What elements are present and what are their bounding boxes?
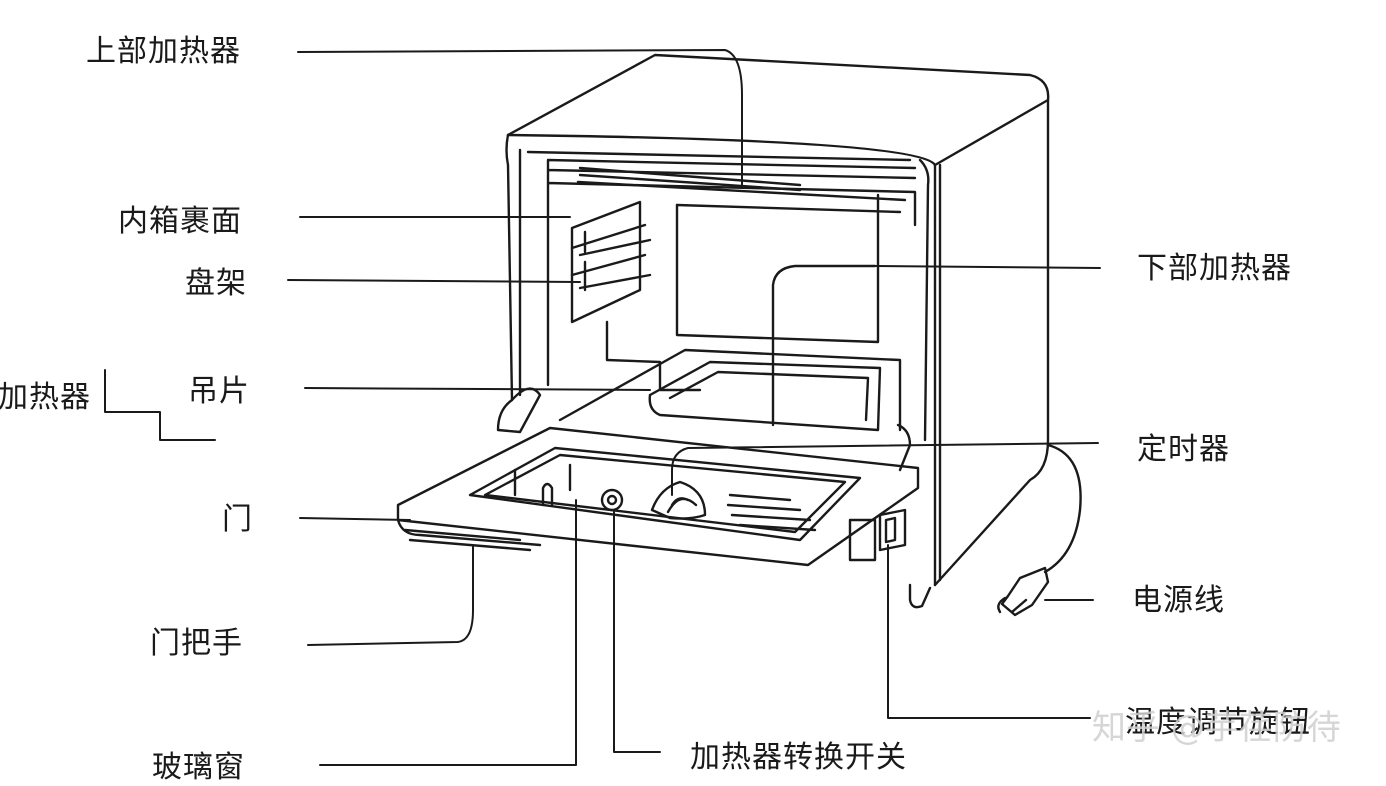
- leader-heater-switch: [613, 511, 661, 753]
- leader-rack: [287, 279, 581, 283]
- oven-floor: [558, 348, 902, 432]
- label-timer: 定时器: [1137, 432, 1230, 467]
- rack-plate: [570, 200, 642, 324]
- label-inner-back: 内箱裹面: [118, 204, 242, 239]
- switch-knob-core: [606, 494, 618, 506]
- temp-knob-face: [878, 508, 907, 552]
- oven-foot: [908, 583, 932, 609]
- leader-temp-knob: [887, 544, 1091, 719]
- left-hinge: [496, 387, 542, 434]
- right-hinge: [896, 423, 912, 472]
- leader-lower-heater: [874, 265, 1101, 269]
- oven-right-side: [933, 98, 1050, 587]
- label-door: 门: [222, 502, 253, 537]
- label-temp-knob: 温度调节旋钮: [1125, 705, 1311, 740]
- label-rack: 盘架: [185, 266, 247, 301]
- leader-timer: [671, 442, 1099, 496]
- oven-top-front-edge: [506, 133, 937, 167]
- label-glass-window: 玻璃窗: [152, 750, 245, 785]
- leader-lower-heater-partial: [104, 369, 216, 441]
- tray-inner: [668, 370, 870, 422]
- power-plug-prongs: [997, 596, 1028, 614]
- glass-window: [468, 446, 862, 542]
- rack-rail-1: [570, 223, 652, 257]
- tray-outline: [648, 360, 882, 432]
- back-wall-top: [675, 203, 902, 214]
- label-upper-heater: 上部加热器: [86, 34, 241, 69]
- power-plug: [1000, 566, 1050, 617]
- leader-door-handle: [307, 544, 474, 646]
- label-door-handle: 门把手: [150, 626, 243, 661]
- inner-frame-top: [526, 150, 912, 162]
- hanger-piece: [605, 320, 702, 392]
- oven-top-outline: [506, 53, 1050, 167]
- upper-heater-slot: [546, 158, 917, 387]
- leader-hanger: [304, 387, 651, 391]
- lower-heater-loop: [771, 264, 877, 427]
- power-cord: [1043, 443, 1082, 574]
- switch-knob: [600, 488, 624, 512]
- upper-heater-line2: [576, 180, 907, 202]
- door-front-edge: [396, 518, 542, 547]
- timer-knob-arcs: [666, 497, 698, 514]
- leader-door: [299, 517, 411, 521]
- label-power-cord: 电源线: [1132, 583, 1225, 618]
- label-lower-heater-partial: 加热器: [0, 380, 91, 415]
- label-heater-switch: 加热器转换开关: [690, 740, 907, 775]
- door-bottom-lines: [403, 528, 532, 552]
- temp-knob-indicator: [884, 516, 897, 544]
- upper-heater-tube: [578, 166, 802, 192]
- watermark: 知乎 @芋荏防待: [1092, 708, 1341, 748]
- door-grip-lines: [513, 463, 572, 497]
- temp-knob-box: [848, 518, 877, 562]
- door-slot: [541, 482, 554, 507]
- inner-frame: [518, 148, 930, 442]
- vent-lines: [726, 493, 817, 532]
- outer-frame: [505, 133, 514, 402]
- glass-window-inner: [483, 453, 847, 534]
- back-wall: [675, 193, 880, 344]
- label-lower-heater: 下部加热器: [1137, 251, 1292, 286]
- timer-knob: [650, 480, 707, 520]
- label-hanger: 吊片: [188, 374, 250, 409]
- leader-glass-window: [319, 499, 577, 766]
- rack-rail-2: [570, 253, 652, 292]
- leader-upper-heater: [297, 49, 743, 186]
